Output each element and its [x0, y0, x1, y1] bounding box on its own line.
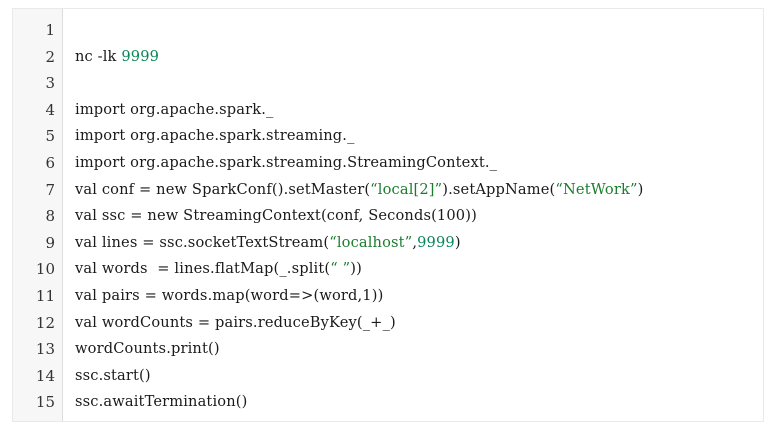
code-token: )	[637, 180, 644, 198]
line-number: 13	[35, 340, 55, 359]
code-line: 1	[13, 17, 763, 44]
line-number: 1	[45, 21, 55, 39]
line-number: 12	[35, 313, 55, 332]
line-number: 2	[45, 47, 55, 66]
string-literal: “ ”	[330, 260, 351, 278]
number-literal: 9999	[121, 47, 160, 65]
code-line: 3	[13, 70, 763, 97]
code-token: wordCounts.print()	[75, 340, 220, 358]
code-line: 14 ssc.start()	[13, 363, 763, 390]
line-number: 5	[45, 127, 55, 146]
code-token: val pairs = words.map(word=>(word,1))	[75, 286, 384, 304]
code-token: nc -lk	[75, 47, 122, 65]
code-token: ).setAppName(	[442, 180, 556, 198]
line-number: 15	[35, 393, 55, 412]
code-text: val pairs = words.map(word=>(word,1))	[75, 283, 383, 310]
code-line: 5 import org.apache.spark.streaming._	[13, 123, 763, 150]
code-token: val conf = new SparkConf().setMaster(	[75, 180, 371, 198]
line-number: 14	[35, 366, 55, 385]
line-number: 11	[35, 286, 55, 305]
code-line: 13 wordCounts.print()	[13, 336, 763, 363]
code-token: val ssc = new StreamingContext(conf, Sec…	[75, 207, 477, 225]
code-token: import org.apache.spark._	[75, 100, 274, 118]
code-text: wordCounts.print()	[75, 336, 220, 363]
code-token: import org.apache.spark.streaming._	[75, 127, 355, 145]
code-text: val lines = ssc.socketTextStream(“localh…	[75, 230, 461, 257]
code-line: 15 ssc.awaitTermination()	[13, 389, 763, 416]
code-line: 7 val conf = new SparkConf().setMaster(“l…	[13, 177, 763, 204]
code-text: val conf = new SparkConf().setMaster(“lo…	[75, 177, 643, 204]
line-number: 8	[45, 207, 55, 226]
line-number: 10	[35, 260, 55, 279]
code-token: )	[454, 233, 461, 251]
code-token: val wordCounts = pairs.reduceByKey(_+_)	[75, 313, 396, 331]
number-literal: 9999	[417, 233, 455, 251]
code-token: ,	[412, 233, 418, 251]
line-number: 7	[45, 180, 55, 199]
code-line: 10 val words = lines.flatMap(_.split(“ ”)…	[13, 256, 763, 283]
code-text: val ssc = new StreamingContext(conf, Sec…	[75, 203, 477, 230]
code-text: ssc.start()	[75, 363, 151, 390]
line-number: 3	[45, 74, 55, 93]
code-token: ssc.start()	[75, 366, 151, 384]
string-literal: “localhost”	[329, 233, 413, 251]
code-token: import org.apache.spark.streaming.Stream…	[75, 153, 498, 171]
line-number: 4	[45, 100, 55, 119]
code-text: nc -lk 9999	[75, 44, 159, 71]
code-text: val wordCounts = pairs.reduceByKey(_+_)	[75, 310, 396, 337]
string-literal: “local[2]”	[370, 180, 443, 198]
code-line: 8 val ssc = new StreamingContext(conf, Se…	[13, 203, 763, 230]
code-line: 12 val wordCounts = pairs.reduceByKey(_+_…	[13, 310, 763, 337]
code-text: ssc.awaitTermination()	[75, 389, 247, 416]
code-line: 4 import org.apache.spark._	[13, 97, 763, 124]
code-token: val lines = ssc.socketTextStream(	[75, 233, 330, 251]
line-number-gutter	[13, 9, 63, 421]
code-line: 6 import org.apache.spark.streaming.Strea…	[13, 150, 763, 177]
code-line: 9 val lines = ssc.socketTextStream(“local…	[13, 230, 763, 257]
code-text: import org.apache.spark.streaming.Stream…	[75, 150, 497, 177]
line-number: 6	[45, 153, 55, 172]
code-text: import org.apache.spark._	[75, 97, 274, 124]
string-literal: “NetWork”	[555, 180, 638, 198]
code-text: val words = lines.flatMap(_.split(“ ”))	[75, 256, 362, 283]
code-token: ssc.awaitTermination()	[75, 393, 248, 411]
code-line: 11 val pairs = words.map(word=>(word,1))	[13, 283, 763, 310]
code-line: 2 nc -lk 9999	[13, 44, 763, 71]
code-token: ))	[350, 260, 362, 278]
code-text: import org.apache.spark.streaming._	[75, 123, 355, 150]
code-token: val words = lines.flatMap(_.split(	[75, 260, 331, 278]
line-number: 9	[45, 233, 55, 252]
